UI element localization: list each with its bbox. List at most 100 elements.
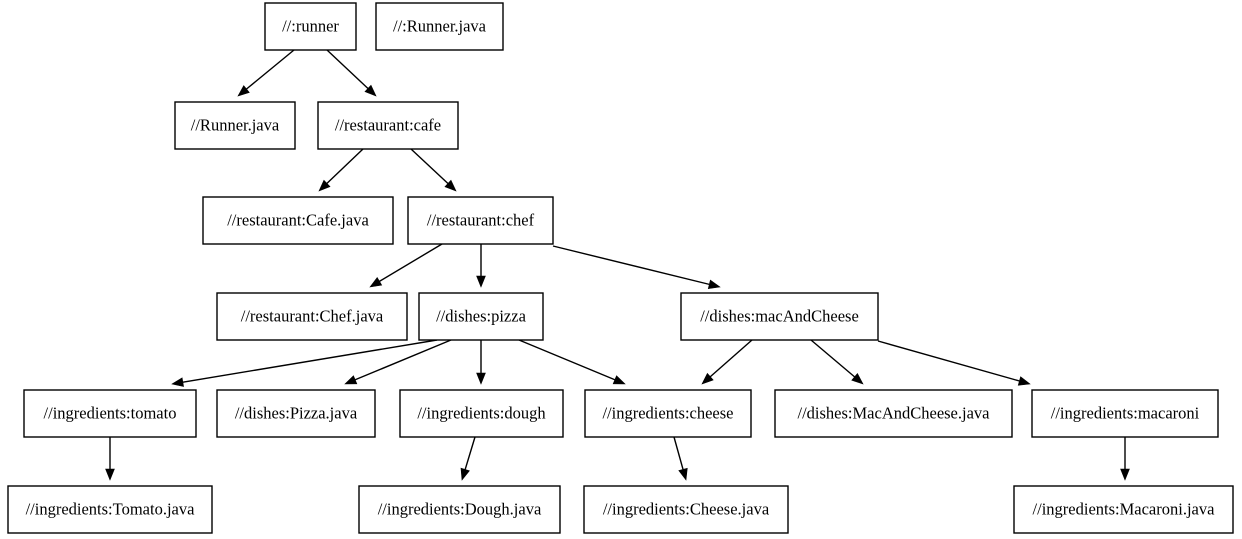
graph-edge — [701, 339, 753, 385]
edge-line — [326, 49, 369, 89]
edge-line — [810, 339, 856, 378]
edge-arrowhead-icon — [364, 84, 377, 97]
graph-edge — [552, 245, 721, 290]
node-label: //ingredients:cheese — [602, 403, 733, 422]
node-box[interactable] — [774, 389, 1013, 438]
graph-node-ing_tomato[interactable]: //ingredients:tomato — [23, 389, 197, 438]
graph-edge — [171, 339, 438, 387]
node-box[interactable] — [174, 101, 296, 150]
node-label: //:runner — [282, 16, 339, 35]
graph-edge — [877, 340, 1031, 386]
node-box[interactable] — [216, 292, 408, 341]
node-label: //ingredients:tomato — [44, 403, 177, 422]
node-box[interactable] — [407, 196, 554, 245]
graph-edge — [1120, 437, 1130, 481]
node-box[interactable] — [317, 101, 459, 150]
edge-arrowhead-icon — [851, 373, 864, 385]
edge-line — [709, 339, 753, 378]
edge-arrowhead-icon — [237, 85, 250, 97]
graph-node-dishes_pizza[interactable]: //dishes:pizza — [418, 292, 544, 341]
graph-node-ing_macaroni[interactable]: //ingredients:macaroni — [1031, 389, 1219, 438]
node-label: //restaurant:Chef.java — [241, 306, 384, 325]
graph-edge — [344, 339, 452, 385]
nodes-layer: //:runner //:Runner.java //Runner.java //re… — [7, 2, 1234, 534]
graph-node-dishes_mac_java[interactable]: //dishes:MacAndCheese.java — [774, 389, 1013, 438]
graph-edge — [326, 49, 377, 97]
edge-arrowhead-icon — [444, 179, 457, 192]
graph-node-ing_dough[interactable]: //ingredients:dough — [399, 389, 564, 438]
graph-edge — [105, 437, 115, 481]
node-box[interactable] — [399, 389, 564, 438]
edge-arrowhead-icon — [612, 375, 626, 385]
node-box[interactable] — [375, 2, 504, 51]
graph-node-runner_java_root[interactable]: //:Runner.java — [375, 2, 504, 51]
node-label: //dishes:Pizza.java — [235, 403, 358, 422]
edge-line — [877, 340, 1020, 382]
node-box[interactable] — [264, 2, 357, 51]
node-label: //restaurant:Cafe.java — [227, 210, 369, 229]
graph-node-runner_java[interactable]: //Runner.java — [174, 101, 296, 150]
edges-layer — [105, 49, 1130, 481]
graph-node-restaurant_cafe_java[interactable]: //restaurant:Cafe.java — [202, 196, 394, 245]
graph-edge — [410, 148, 457, 192]
graph-edge — [476, 340, 486, 385]
node-box[interactable] — [680, 292, 879, 341]
edge-arrowhead-icon — [460, 467, 470, 481]
graph-node-dishes_pizza_java[interactable]: //dishes:Pizza.java — [216, 389, 376, 438]
edge-arrowhead-icon — [701, 372, 714, 385]
edge-line — [379, 243, 443, 282]
edge-arrowhead-icon — [369, 277, 383, 288]
graph-edge — [476, 244, 486, 288]
graph-node-ing_dough_java[interactable]: //ingredients:Dough.java — [358, 485, 561, 534]
graph-node-ing_cheese_java[interactable]: //ingredients:Cheese.java — [583, 485, 789, 534]
node-box[interactable] — [1013, 485, 1234, 534]
node-box[interactable] — [23, 389, 197, 438]
edge-arrowhead-icon — [171, 377, 184, 387]
edge-line — [518, 339, 616, 381]
graph-node-runner[interactable]: //:runner — [264, 2, 357, 51]
node-box[interactable] — [583, 485, 789, 534]
node-box[interactable] — [584, 389, 752, 438]
node-label: //restaurant:chef — [427, 210, 535, 229]
graph-node-restaurant_chef_java[interactable]: //restaurant:Chef.java — [216, 292, 408, 341]
graph-node-restaurant_cafe[interactable]: //restaurant:cafe — [317, 101, 459, 150]
graph-edge — [460, 436, 476, 481]
graph-node-ing_macaroni_java[interactable]: //ingredients:Macaroni.java — [1013, 485, 1234, 534]
edge-arrowhead-icon — [318, 179, 331, 192]
node-box[interactable] — [202, 196, 394, 245]
graph-edge — [673, 436, 688, 481]
graph-node-ing_tomato_java[interactable]: //ingredients:Tomato.java — [7, 485, 213, 534]
edge-arrowhead-icon — [1017, 376, 1031, 386]
edge-line — [354, 339, 452, 381]
node-label: //ingredients:Tomato.java — [26, 499, 196, 518]
node-label: //dishes:pizza — [436, 306, 526, 325]
node-box[interactable] — [418, 292, 544, 341]
graph-node-restaurant_chef[interactable]: //restaurant:chef — [407, 196, 554, 245]
node-label: //ingredients:Macaroni.java — [1033, 499, 1216, 518]
node-label: //ingredients:Dough.java — [378, 499, 542, 518]
edge-arrowhead-icon — [105, 468, 115, 481]
node-label: //Runner.java — [191, 115, 280, 134]
node-label: //ingredients:macaroni — [1051, 403, 1200, 422]
edge-arrowhead-icon — [344, 375, 358, 385]
edge-line — [182, 339, 438, 383]
edge-line — [326, 148, 364, 184]
node-box[interactable] — [358, 485, 561, 534]
node-box[interactable] — [7, 485, 213, 534]
edge-arrowhead-icon — [476, 275, 486, 288]
edge-arrowhead-icon — [1120, 468, 1130, 481]
graph-node-ing_cheese[interactable]: //ingredients:cheese — [584, 389, 752, 438]
node-label: //restaurant:cafe — [335, 115, 441, 134]
graph-node-dishes_macandcheese[interactable]: //dishes:macAndCheese — [680, 292, 879, 341]
edge-line — [552, 245, 710, 286]
node-label: //dishes:MacAndCheese.java — [798, 403, 991, 422]
node-box[interactable] — [216, 389, 376, 438]
edge-arrowhead-icon — [707, 279, 721, 290]
edge-line — [673, 436, 684, 470]
edge-arrowhead-icon — [678, 467, 688, 481]
node-box[interactable] — [1031, 389, 1219, 438]
graph-edge — [810, 339, 864, 385]
node-label: //ingredients:Cheese.java — [603, 499, 770, 518]
